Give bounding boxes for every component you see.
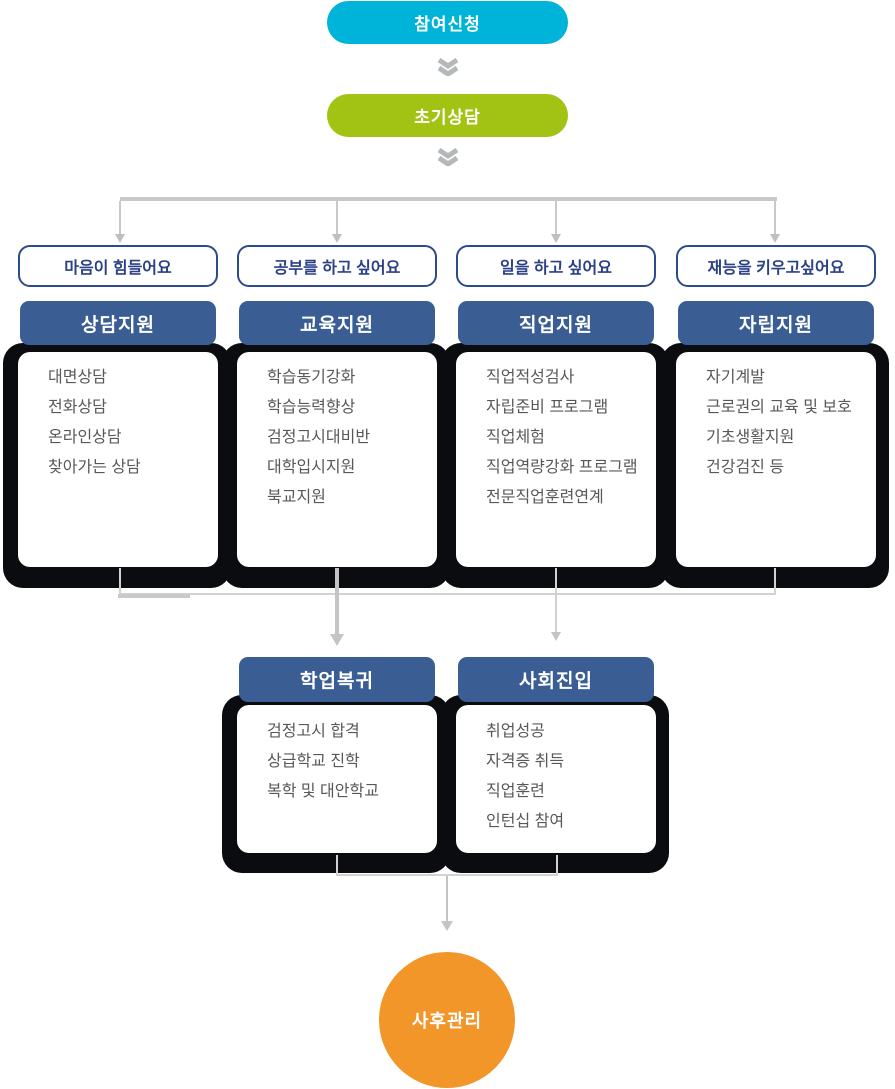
arrow-down-icon xyxy=(551,632,561,641)
list-item: 검정고시대비반 xyxy=(267,429,371,446)
list-item: 학습능력향상 xyxy=(267,399,356,416)
list-item: 대면상담 xyxy=(48,369,107,386)
list-item: 검정고시 합격 xyxy=(267,723,360,740)
school-return-card: 검정고시 합격 상급학교 진학 복학 및 대안학교 xyxy=(237,705,437,853)
need-pill-label: 일을 하고 싶어요 xyxy=(500,260,612,277)
selfreliance-header: 자립지원 xyxy=(678,301,874,345)
list-item: 자립준비 프로그램 xyxy=(486,399,609,416)
list-item: 북교지원 xyxy=(267,489,326,506)
arrow-down-icon xyxy=(551,234,561,243)
arrow-down-icon xyxy=(332,234,342,243)
arrow-down-icon xyxy=(115,234,125,243)
connector-line xyxy=(119,568,121,594)
list-item: 직업체험 xyxy=(486,429,545,446)
branch-line xyxy=(555,201,557,234)
connector-line xyxy=(555,568,557,632)
list-item: 자기계발 xyxy=(706,369,765,386)
list-item: 건강검진 등 xyxy=(706,459,785,476)
list-item: 직업적성검사 xyxy=(486,369,575,386)
list-item: 학습동기강화 xyxy=(267,369,356,386)
card-header-label: 자립지원 xyxy=(739,314,813,336)
list-item: 상급학교 진학 xyxy=(267,753,360,770)
vocation-card: 직업적성검사 자립준비 프로그램 직업체험 직업역량강화 프로그램 전문직업훈련… xyxy=(456,352,656,567)
list-item: 기초생활지원 xyxy=(706,429,795,446)
vocation-header: 직업지원 xyxy=(458,301,654,345)
flow-step-intake-label: 초기상담 xyxy=(414,108,481,127)
selfreliance-card: 자기계발 근로권의 교육 및 보호 기초생활지원 건강검진 등 xyxy=(676,352,876,567)
list-item: 온라인상담 xyxy=(48,429,122,446)
flow-step-apply-label: 참여신청 xyxy=(414,15,481,34)
branch-line xyxy=(336,201,338,234)
counseling-card: 대면상담 전화상담 온라인상담 찾아가는 상담 xyxy=(18,352,218,567)
list-item: 찾아가는 상담 xyxy=(48,459,141,476)
connector-line xyxy=(336,855,338,876)
connector-line xyxy=(556,855,558,876)
society-entry-header: 사회진입 xyxy=(458,657,654,702)
list-item: 전문직업훈련연계 xyxy=(486,489,604,506)
card-header-label: 직업지원 xyxy=(519,314,593,336)
followup-circle: 사후관리 xyxy=(379,952,515,1088)
arrow-down-icon xyxy=(441,921,453,931)
school-return-header: 학업복귀 xyxy=(239,657,435,702)
list-item: 자격증 취득 xyxy=(486,753,565,770)
need-pill-work: 일을 하고 싶어요 xyxy=(456,245,656,287)
chevron-double-down-icon xyxy=(437,148,459,166)
society-entry-card: 취업성공 자격증 취득 직업훈련 인턴십 참여 xyxy=(456,705,656,853)
counseling-header: 상담지원 xyxy=(20,301,216,345)
arrow-down-icon xyxy=(770,234,780,243)
connector-line xyxy=(774,568,776,594)
card-header-label: 학업복귀 xyxy=(300,671,374,692)
chevron-double-down-icon xyxy=(437,58,459,76)
flow-step-apply: 참여신청 xyxy=(327,1,568,44)
education-header: 교육지원 xyxy=(239,301,435,345)
branch-bar-line xyxy=(120,197,777,201)
connector-line-thick xyxy=(118,594,190,598)
list-item: 직업훈련 xyxy=(486,783,545,800)
connector-line xyxy=(336,874,558,876)
need-pill-label: 마음이 힘들어요 xyxy=(64,260,172,277)
branch-line xyxy=(119,201,121,234)
list-item: 복학 및 대안학교 xyxy=(267,783,379,800)
list-item: 대학입시지원 xyxy=(267,459,356,476)
arrow-down-icon xyxy=(330,634,344,646)
need-pill-label: 재능을 키우고싶어요 xyxy=(707,260,845,277)
followup-label: 사후관리 xyxy=(411,1011,483,1031)
need-pill-label: 공부를 하고 싶어요 xyxy=(273,260,401,277)
branch-line xyxy=(774,201,776,234)
list-item: 전화상담 xyxy=(48,399,107,416)
education-card: 학습동기강화 학습능력향상 검정고시대비반 대학입시지원 북교지원 xyxy=(237,352,437,567)
need-pill-study: 공부를 하고 싶어요 xyxy=(237,245,437,287)
need-pill-counseling: 마음이 힘들어요 xyxy=(18,245,218,287)
list-item: 근로권의 교육 및 보호 xyxy=(706,399,852,416)
card-header-label: 교육지원 xyxy=(300,314,374,336)
connector-line xyxy=(335,568,339,634)
card-header-label: 사회진입 xyxy=(519,671,593,692)
list-item: 취업성공 xyxy=(486,723,545,740)
list-item: 직업역량강화 프로그램 xyxy=(486,459,638,476)
card-header-label: 상담지원 xyxy=(81,314,155,336)
need-pill-talent: 재능을 키우고싶어요 xyxy=(676,245,876,287)
flow-step-intake: 초기상담 xyxy=(327,94,568,137)
connector-line xyxy=(446,876,448,921)
connector-line xyxy=(119,593,776,595)
list-item: 인턴십 참여 xyxy=(486,813,565,830)
